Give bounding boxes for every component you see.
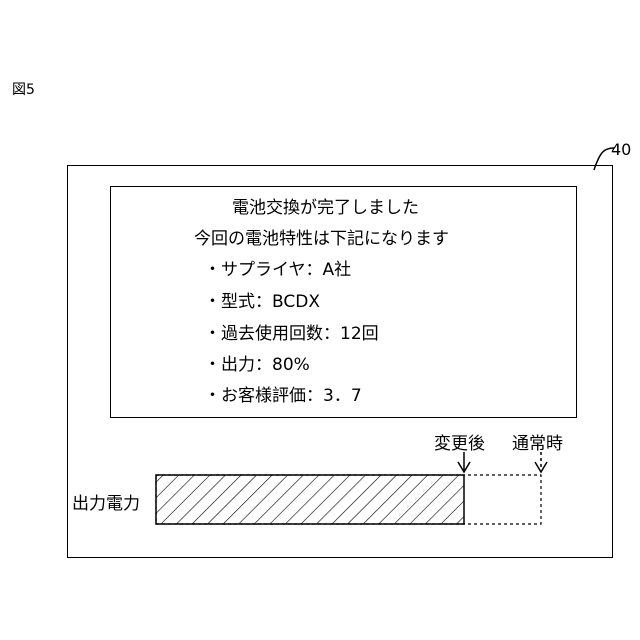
output-after-change-hatch xyxy=(156,475,464,524)
